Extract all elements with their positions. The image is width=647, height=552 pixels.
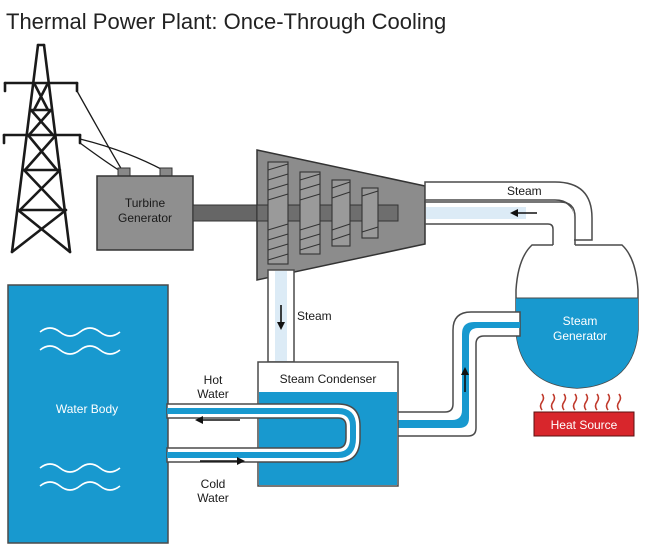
- steam-generator-label-line2: Generator: [553, 329, 607, 343]
- water-body: Water Body: [7, 284, 169, 544]
- heat-source-label: Heat Source: [551, 418, 618, 432]
- water-body-label: Water Body: [56, 402, 118, 416]
- steam-label-top: Steam: [507, 184, 542, 198]
- power-lines: [76, 90, 164, 173]
- steam-condenser-label: Steam Condenser: [280, 372, 377, 386]
- feedwater-pipe: [396, 311, 521, 437]
- turbine-generator-label-line2: Generator: [118, 211, 172, 225]
- steam-generator-label-line1: Steam: [563, 314, 598, 328]
- cold-water-arrow-right-icon: [200, 457, 245, 465]
- steam-condenser: Steam Condenser: [257, 361, 399, 487]
- wave-icon: [39, 327, 121, 491]
- steam-arrow-down-icon: [277, 305, 285, 330]
- hot-water-arrow-left-icon: [195, 416, 240, 424]
- cooling-water-tube: [166, 403, 361, 463]
- turbine-generator: Turbine Generator: [96, 167, 194, 251]
- steam-label-down: Steam: [297, 309, 332, 323]
- steam-arrow-left-icon: [510, 209, 537, 217]
- turbine-generator-label-line1: Turbine: [125, 196, 166, 210]
- feedwater-arrow-up-icon: [461, 367, 469, 392]
- hot-water-label-line2: Water: [197, 387, 229, 401]
- heat-wave-icon: [539, 393, 622, 411]
- cold-water-label-line2: Water: [197, 491, 229, 505]
- diagram-title: Thermal Power Plant: Once-Through Coolin…: [6, 9, 446, 34]
- hot-water-label-line1: Hot: [204, 373, 223, 387]
- turbine-blades: [267, 161, 379, 265]
- heat-source: Heat Source: [533, 411, 635, 437]
- transmission-tower-icon: [2, 43, 82, 254]
- cold-water-label-line1: Cold: [201, 477, 226, 491]
- steam-pipe-inlet: [425, 201, 576, 245]
- steam-generator: Steam Generator: [515, 244, 639, 389]
